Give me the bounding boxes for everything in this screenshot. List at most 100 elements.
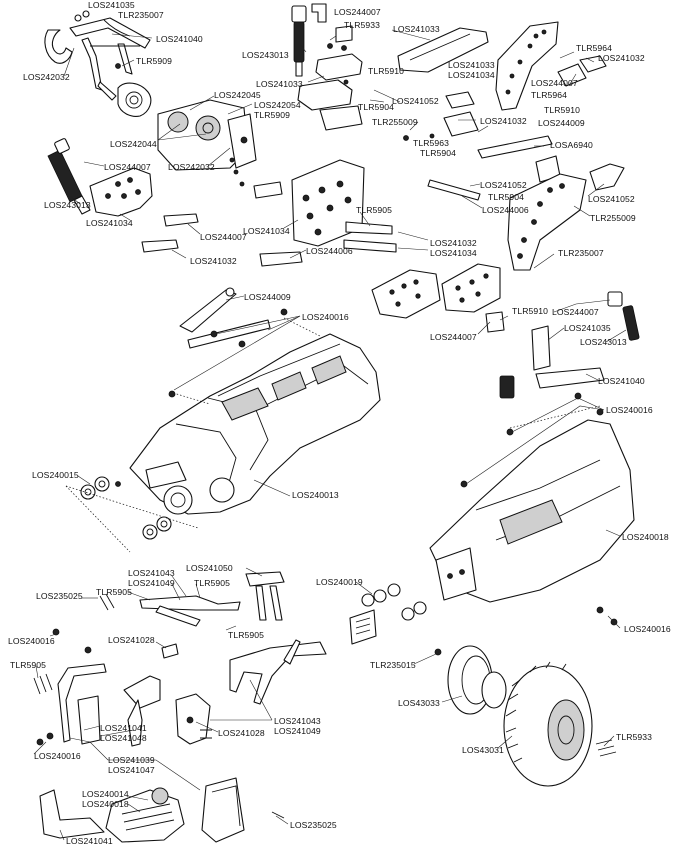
left-chassis-plate xyxy=(89,167,153,217)
top-shock xyxy=(291,3,327,77)
label-tlr5904-a: TLR5904 xyxy=(358,102,395,112)
label-tlr5910-b: TLR5910 xyxy=(544,105,581,115)
label-los235025-low: LOS235025 xyxy=(290,820,337,830)
label-los241040-rear: LOS241040 xyxy=(156,34,203,44)
label-los241033-c: LOS241033 xyxy=(256,79,303,89)
label-tlr5905-a: TLR5905 xyxy=(194,578,231,588)
label-los241043-top: LOS241043 xyxy=(128,568,175,578)
rear-diff-case xyxy=(97,81,152,117)
label-los243013-front: LOS243013 xyxy=(580,337,627,347)
label-los243013-left: LOS243013 xyxy=(44,200,91,210)
label-los241028-top: LOS241028 xyxy=(108,635,155,645)
label-los242044: LOS242044 xyxy=(110,139,157,149)
label-los240016-left: LOS240016 xyxy=(8,636,55,646)
label-los240016-b: LOS240016 xyxy=(606,405,653,415)
wheel-rim xyxy=(447,645,507,715)
label-tlr5905-c: TLR5905 xyxy=(228,630,265,640)
label-los244007-low: LOS244007 xyxy=(430,332,477,342)
label-tlr5963: TLR5963 xyxy=(413,138,450,148)
label-los43033: LOS43033 xyxy=(398,698,440,708)
label-los241032-top: LOS241032 xyxy=(598,53,645,63)
leader-lines xyxy=(33,29,627,841)
label-los241032-right: LOS241032 xyxy=(430,238,477,248)
label-los241034-mid: LOS241034 xyxy=(243,226,290,236)
rear-bumper-assembly xyxy=(44,10,151,91)
label-los241041-a: LOS241041 xyxy=(100,723,147,733)
label-tlr235007-rear: TLR235007 xyxy=(118,10,164,20)
left-shock xyxy=(47,138,91,215)
label-los241034-left: LOS241034 xyxy=(86,218,133,228)
label-los241028-low: LOS241028 xyxy=(218,728,265,738)
label-los244007-mid: LOS244007 xyxy=(200,232,247,242)
label-los244007-right: LOS244007 xyxy=(531,78,578,88)
roll-cage-frames xyxy=(57,639,327,747)
label-los241034-right: LOS241034 xyxy=(430,248,477,258)
servo-mount xyxy=(297,25,363,131)
right-front-chassis xyxy=(371,173,587,333)
label-los241032-mid: LOS241032 xyxy=(480,116,527,126)
label-los240016-right: LOS240016 xyxy=(624,624,671,634)
van-body-shell xyxy=(129,317,381,515)
label-tlr5905-top: TLR5905 xyxy=(356,205,393,215)
label-los240016-low: LOS240016 xyxy=(34,751,81,761)
label-tlr5904-b: TLR5904 xyxy=(420,148,457,158)
label-los242032-top: LOS242032 xyxy=(23,72,70,82)
label-los43031: LOS43031 xyxy=(462,745,504,755)
label-los240016-a: LOS240016 xyxy=(302,312,349,322)
label-tlr5904-c: TLR5904 xyxy=(488,192,525,202)
label-tlr5910-c: TLR5910 xyxy=(512,306,549,316)
transmission xyxy=(157,99,257,171)
engine-cover xyxy=(39,777,245,843)
label-tlr5933-top: TLR5933 xyxy=(344,20,381,30)
label-tlr5964-b: TLR5964 xyxy=(531,90,568,100)
label-los244006-right: LOS244006 xyxy=(482,205,529,215)
label-los240018-truck: LOS240018 xyxy=(622,532,669,542)
label-los241032-left: LOS241032 xyxy=(190,256,237,266)
label-los241052-a: LOS241052 xyxy=(392,96,439,106)
label-los241041-b: LOS241041 xyxy=(66,836,113,846)
label-tlr235015: TLR235015 xyxy=(370,660,416,670)
label-los240014: LOS240014 xyxy=(82,789,129,799)
label-los243013-top: LOS243013 xyxy=(242,50,289,60)
label-los241033-b: LOS241033 xyxy=(448,60,495,70)
label-tlr235007-front: TLR235007 xyxy=(558,248,604,258)
label-los240019: LOS240019 xyxy=(316,577,363,587)
label-los244009-b: LOS244009 xyxy=(244,292,291,302)
label-los240013: LOS240013 xyxy=(292,490,339,500)
label-los240015: LOS240015 xyxy=(32,470,79,480)
label-los241048: LOS241048 xyxy=(100,733,147,743)
label-los244007-front: LOS244007 xyxy=(552,307,599,317)
label-los244007-top: LOS244007 xyxy=(334,7,381,17)
label-los241049-low: LOS241049 xyxy=(274,726,321,736)
label-los242045: LOS242045 xyxy=(214,90,261,100)
label-los244006-mid: LOS244006 xyxy=(306,246,353,256)
label-los241034-top: LOS241034 xyxy=(448,70,495,80)
label-tlr255009-b: TLR255009 xyxy=(590,213,636,223)
label-tlr255009-a: TLR255009 xyxy=(372,117,418,127)
label-los241043-low: LOS241043 xyxy=(274,716,321,726)
label-los242032-mid: LOS242032 xyxy=(168,162,215,172)
label-los235025-top: LOS235025 xyxy=(36,591,83,601)
headlight-set xyxy=(65,476,199,553)
label-los240018-engine: LOS240018 xyxy=(82,799,129,809)
label-tlr5910-a: TLR5910 xyxy=(368,66,405,76)
truck-body-shell xyxy=(429,405,635,603)
right-front-shock xyxy=(499,291,640,399)
label-los241033-a: LOS241033 xyxy=(393,24,440,34)
label-tlr5905-b: TLR5905 xyxy=(96,587,133,597)
label-los242054: LOS242054 xyxy=(254,100,301,110)
center-battery-tray xyxy=(427,91,625,201)
label-los241035-front: LOS241035 xyxy=(564,323,611,333)
label-los241039: LOS241039 xyxy=(108,755,155,765)
label-los241050: LOS241050 xyxy=(186,563,233,573)
label-los241035-rear: LOS241035 xyxy=(88,0,135,10)
label-tlr5933-tire: TLR5933 xyxy=(616,732,653,742)
label-los241047: LOS241047 xyxy=(108,765,155,775)
label-los241052-b: LOS241052 xyxy=(480,180,527,190)
tire xyxy=(503,661,593,787)
grille-lights xyxy=(349,583,427,645)
label-los241049-top: LOS241049 xyxy=(128,578,175,588)
label-tlr5964-a: TLR5964 xyxy=(576,43,613,53)
